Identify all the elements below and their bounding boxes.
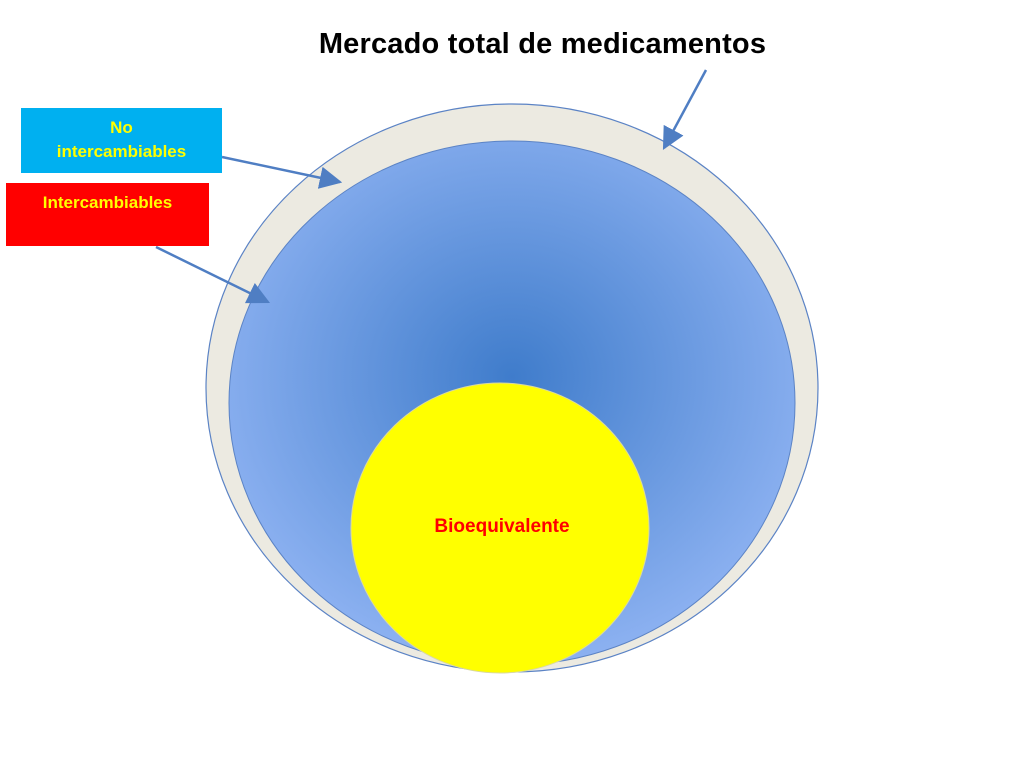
bioequivalente-label: Bioequivalente [434, 516, 570, 537]
arrow-no-intercambiables [221, 155, 343, 189]
inner-circle-bioequivalente [350, 382, 650, 674]
intercambiables-label-box: Intercambiables [6, 183, 209, 246]
arrow-to-outer-circle [662, 69, 708, 150]
no-intercambiables-label-box: No intercambiables [21, 108, 222, 173]
no-intercambiables-line2: intercambiables [56, 142, 187, 161]
arrow-intercambiables [155, 245, 271, 304]
page-title: Mercado total de medicamentos [318, 28, 767, 60]
intercambiables-label: Intercambiables [42, 193, 173, 212]
no-intercambiables-line1: No [110, 118, 133, 137]
